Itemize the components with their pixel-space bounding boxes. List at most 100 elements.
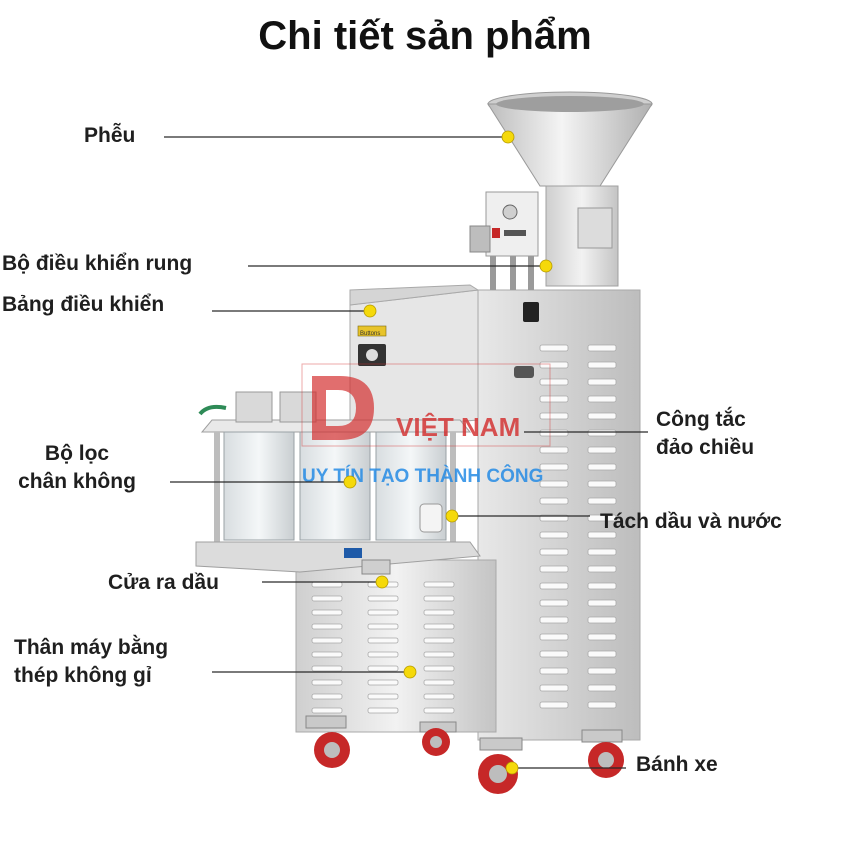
front-vent-slot	[423, 693, 455, 700]
label-reverse-switch-line2: đảo chiều	[656, 436, 755, 459]
side-vent-slot	[539, 412, 569, 420]
label-body-line1: Thân máy bằng	[14, 636, 169, 659]
hopper-assembly	[469, 91, 653, 290]
label-control-panel: Bảng điều khiển	[2, 293, 165, 316]
wheel-rear-right	[581, 729, 624, 778]
side-vent-slot	[539, 633, 569, 641]
side-vent-slot	[539, 446, 569, 454]
side-vent-slot	[539, 429, 569, 437]
side-vents	[539, 344, 617, 709]
side-vent-slot	[539, 344, 569, 352]
front-vent-slot	[311, 679, 343, 686]
side-vent-slot	[539, 582, 569, 590]
side-vent-slot	[587, 599, 617, 607]
wheel-front-right	[419, 721, 457, 756]
side-vent-slot	[587, 361, 617, 369]
side-vent-slot	[587, 378, 617, 386]
side-vent-slot	[539, 701, 569, 709]
callout-lines	[164, 136, 648, 769]
side-vent-slot	[587, 531, 617, 539]
front-vent-slot	[367, 679, 399, 686]
front-vent-slot	[311, 665, 343, 672]
front-vent-slot	[367, 693, 399, 700]
side-vent-slot	[587, 514, 617, 522]
front-vent-slot	[311, 609, 343, 616]
front-vent-slot	[311, 595, 343, 602]
front-vent-slot	[311, 623, 343, 630]
front-vent-slot	[311, 651, 343, 658]
front-vent-slot	[423, 595, 455, 602]
marker-vibration-controller	[539, 259, 553, 273]
side-vent-slot	[539, 684, 569, 692]
side-vent-slot	[587, 582, 617, 590]
front-vent-slot	[423, 665, 455, 672]
label-oil-water-separation: Tách dầu và nước	[600, 510, 782, 533]
label-reverse-switch-line1: Công tắc	[656, 408, 746, 431]
side-vent-slot	[539, 395, 569, 403]
front-vents	[311, 581, 455, 714]
side-vent-slot	[587, 446, 617, 454]
side-vent-slot	[587, 684, 617, 692]
marker-wheels	[505, 761, 519, 775]
side-vent-slot	[539, 599, 569, 607]
label-wheels: Bánh xe	[636, 753, 718, 776]
label-vacuum-filter-line1: Bộ lọc	[44, 442, 110, 465]
marker-oil-outlet	[375, 575, 389, 589]
side-vent-slot	[539, 548, 569, 556]
machine-nameplate: Buttons	[360, 331, 380, 337]
wheels	[305, 715, 624, 794]
marker-oil-water	[445, 509, 459, 523]
watermark-logo	[312, 376, 374, 440]
side-vent-slot	[587, 667, 617, 675]
side-vent-slot	[587, 633, 617, 641]
front-vent-slot	[423, 707, 455, 714]
side-vent-slot	[539, 463, 569, 471]
side-vent-slot	[539, 667, 569, 675]
marker-control-panel	[363, 304, 377, 318]
page-title: Chi tiết sản phẩm	[258, 14, 592, 58]
side-vent-slot	[539, 531, 569, 539]
front-vent-slot	[367, 609, 399, 616]
front-vent-slot	[311, 693, 343, 700]
front-vent-slot	[311, 707, 343, 714]
side-vent-slot	[539, 480, 569, 488]
front-vent-slot	[423, 581, 455, 588]
side-vent-slot	[587, 429, 617, 437]
front-vent-slot	[311, 581, 343, 588]
front-vent-slot	[367, 595, 399, 602]
front-vent-slot	[367, 707, 399, 714]
label-reverse-switch: Công tắc đảo chiều	[656, 406, 754, 462]
watermark: VIỆT NAM UY TÍN TẠO THÀNH CÔNG	[301, 363, 551, 487]
side-vent-slot	[587, 701, 617, 709]
side-vent-slot	[587, 463, 617, 471]
side-vent-slot	[539, 361, 569, 369]
side-vent-slot	[587, 480, 617, 488]
side-vent-slot	[587, 497, 617, 505]
watermark-brand: VIỆT NAM	[396, 412, 520, 442]
label-vacuum-filter-line2: chân không	[18, 470, 136, 493]
front-vent-slot	[423, 679, 455, 686]
front-vent-slot	[367, 651, 399, 658]
label-oil-outlet: Cửa ra dầu	[108, 571, 219, 594]
front-vent-slot	[423, 623, 455, 630]
callout-markers	[343, 130, 553, 775]
front-vent-slot	[423, 651, 455, 658]
side-vent-slot	[587, 412, 617, 420]
side-vent-slot	[587, 650, 617, 658]
label-body: Thân máy bằng thép không gỉ	[14, 634, 168, 690]
side-vent-slot	[587, 616, 617, 624]
marker-hopper	[501, 130, 515, 144]
side-vent-slot	[539, 650, 569, 658]
front-vent-slot	[423, 637, 455, 644]
wheel-front-left	[305, 715, 350, 768]
front-vent-slot	[367, 665, 399, 672]
side-vent-slot	[539, 565, 569, 573]
side-vent-slot	[539, 378, 569, 386]
watermark-slogan: UY TÍN TẠO THÀNH CÔNG	[302, 465, 543, 487]
side-vent-slot	[539, 616, 569, 624]
label-hopper: Phễu	[84, 124, 136, 147]
label-vacuum-filter: Bộ lọc chân không	[2, 440, 152, 496]
marker-body	[403, 665, 417, 679]
front-vent-slot	[367, 623, 399, 630]
